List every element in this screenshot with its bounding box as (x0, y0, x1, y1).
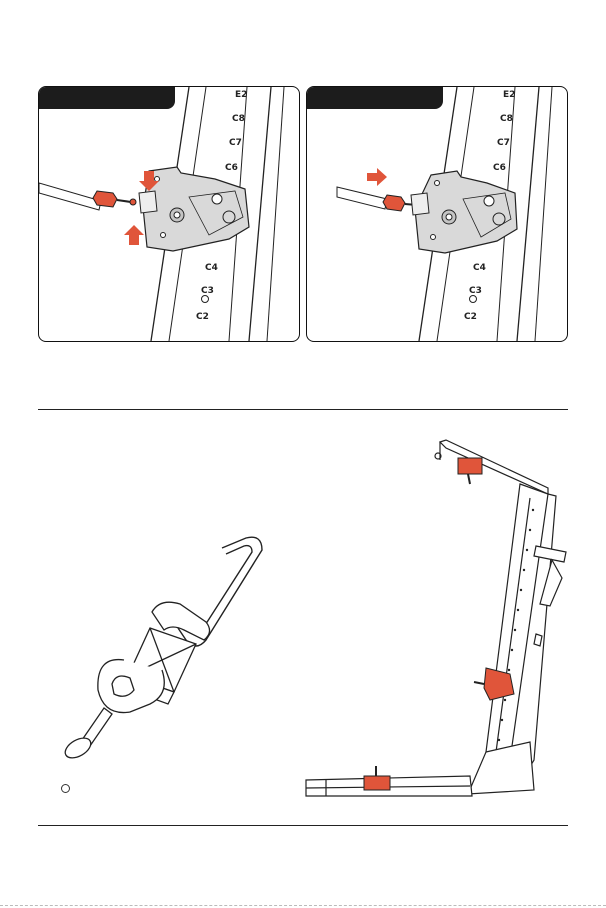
step-panel-right: E2 C8 C7 C6 C4 C3 C2 (306, 86, 568, 342)
section-divider (38, 409, 568, 410)
rail-label-c2: C2 (196, 312, 209, 322)
carriage-top (458, 458, 482, 484)
strap (124, 602, 210, 704)
rail-label-c4: C4 (473, 263, 486, 273)
page-edge (0, 905, 606, 906)
rail-label-c8: C8 (232, 114, 245, 124)
rail-label-c7: C7 (497, 138, 510, 148)
carriage-bottom (364, 766, 390, 790)
rail-label-e2: E2 (503, 90, 515, 100)
rail-label-c4: C4 (205, 263, 218, 273)
carriage-middle (474, 668, 514, 700)
rail-label-c6: C6 (493, 163, 506, 173)
carriage-bracket (411, 171, 517, 253)
carabiner (178, 537, 262, 646)
carriage-bracket (139, 167, 249, 251)
rail-label-c7: C7 (229, 138, 242, 148)
column-holes (498, 509, 534, 741)
rail-label-c3: C3 (201, 286, 214, 296)
section-divider (38, 825, 568, 826)
red-arrow-icon (367, 168, 387, 186)
rail-label-e2: E2 (235, 90, 247, 100)
circle-marker-icon (61, 784, 70, 793)
step-panel-left: E2 C8 C7 C6 C4 C3 C2 (38, 86, 300, 342)
illustration-handle-attached: E2 C8 C7 C6 C4 C3 C2 (307, 87, 567, 341)
handle-connector (93, 191, 136, 207)
handle-body (62, 660, 164, 762)
illustration-attach-handle: E2 C8 C7 C6 C4 C3 C2 (39, 87, 299, 341)
rail-hole (470, 296, 477, 303)
rail-label-c6: C6 (225, 163, 238, 173)
rail-hole (202, 296, 209, 303)
rail-label-c8: C8 (500, 114, 513, 124)
rail-label-c2: C2 (464, 312, 477, 322)
rail-label-c3: C3 (469, 286, 482, 296)
